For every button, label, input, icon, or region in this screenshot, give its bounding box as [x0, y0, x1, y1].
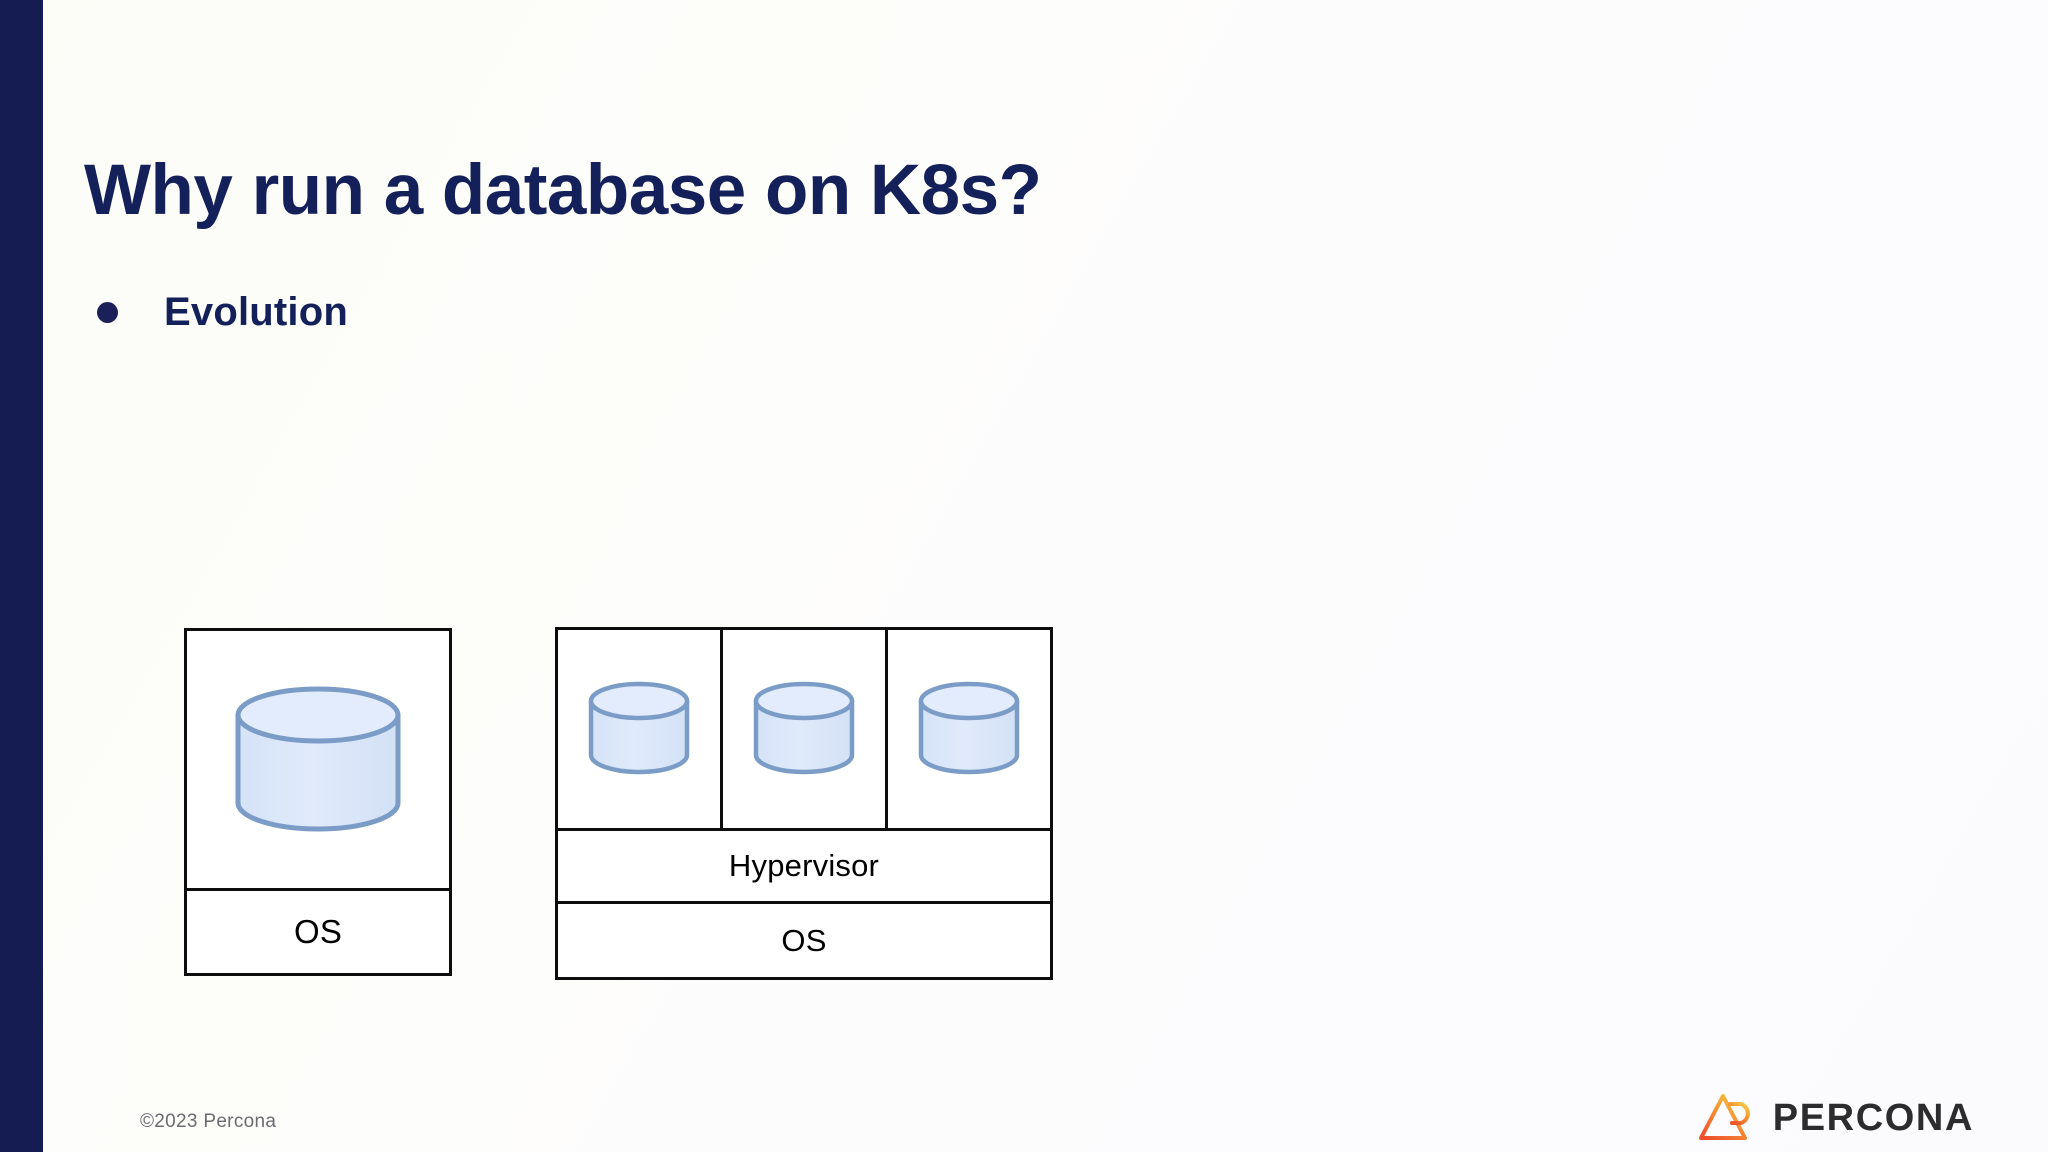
brand-wordmark: PERCONA [1772, 1097, 1974, 1139]
page-title: Why run a database on K8s? [84, 150, 1042, 230]
layer-band-os: OS [558, 901, 1050, 977]
database-cylinder-icon [753, 681, 855, 775]
layer-band-hypervisor: Hypervisor [558, 828, 1050, 901]
vm-row [558, 630, 1050, 828]
brand-logo: PERCONA [1698, 1093, 1974, 1143]
left-accent-stripe [0, 0, 43, 1152]
database-cylinder-icon [588, 681, 690, 775]
vm-cell [558, 630, 723, 828]
vm-cell [723, 630, 888, 828]
bare-metal-stack-diagram: OS [184, 628, 452, 976]
bare-metal-database-area [187, 631, 449, 888]
percona-triangle-logo-icon [1698, 1094, 1750, 1140]
database-cylinder-icon [235, 686, 401, 831]
layer-label: Hypervisor [728, 848, 880, 883]
database-cylinder-icon [918, 681, 1020, 775]
layer-band-os: OS [187, 888, 449, 973]
layer-label: OS [781, 922, 827, 958]
footer-copyright: ©2023 Percona [140, 1111, 277, 1132]
bullet-list: Evolution [84, 290, 1484, 360]
bullet-item-label: Evolution [164, 290, 349, 334]
bullet-dot-icon [97, 301, 118, 323]
virtual-machine-stack-diagram: Hypervisor OS [555, 627, 1053, 980]
vm-cell [888, 630, 1050, 828]
list-item: Evolution [84, 290, 1484, 334]
layer-label: OS [293, 913, 343, 950]
